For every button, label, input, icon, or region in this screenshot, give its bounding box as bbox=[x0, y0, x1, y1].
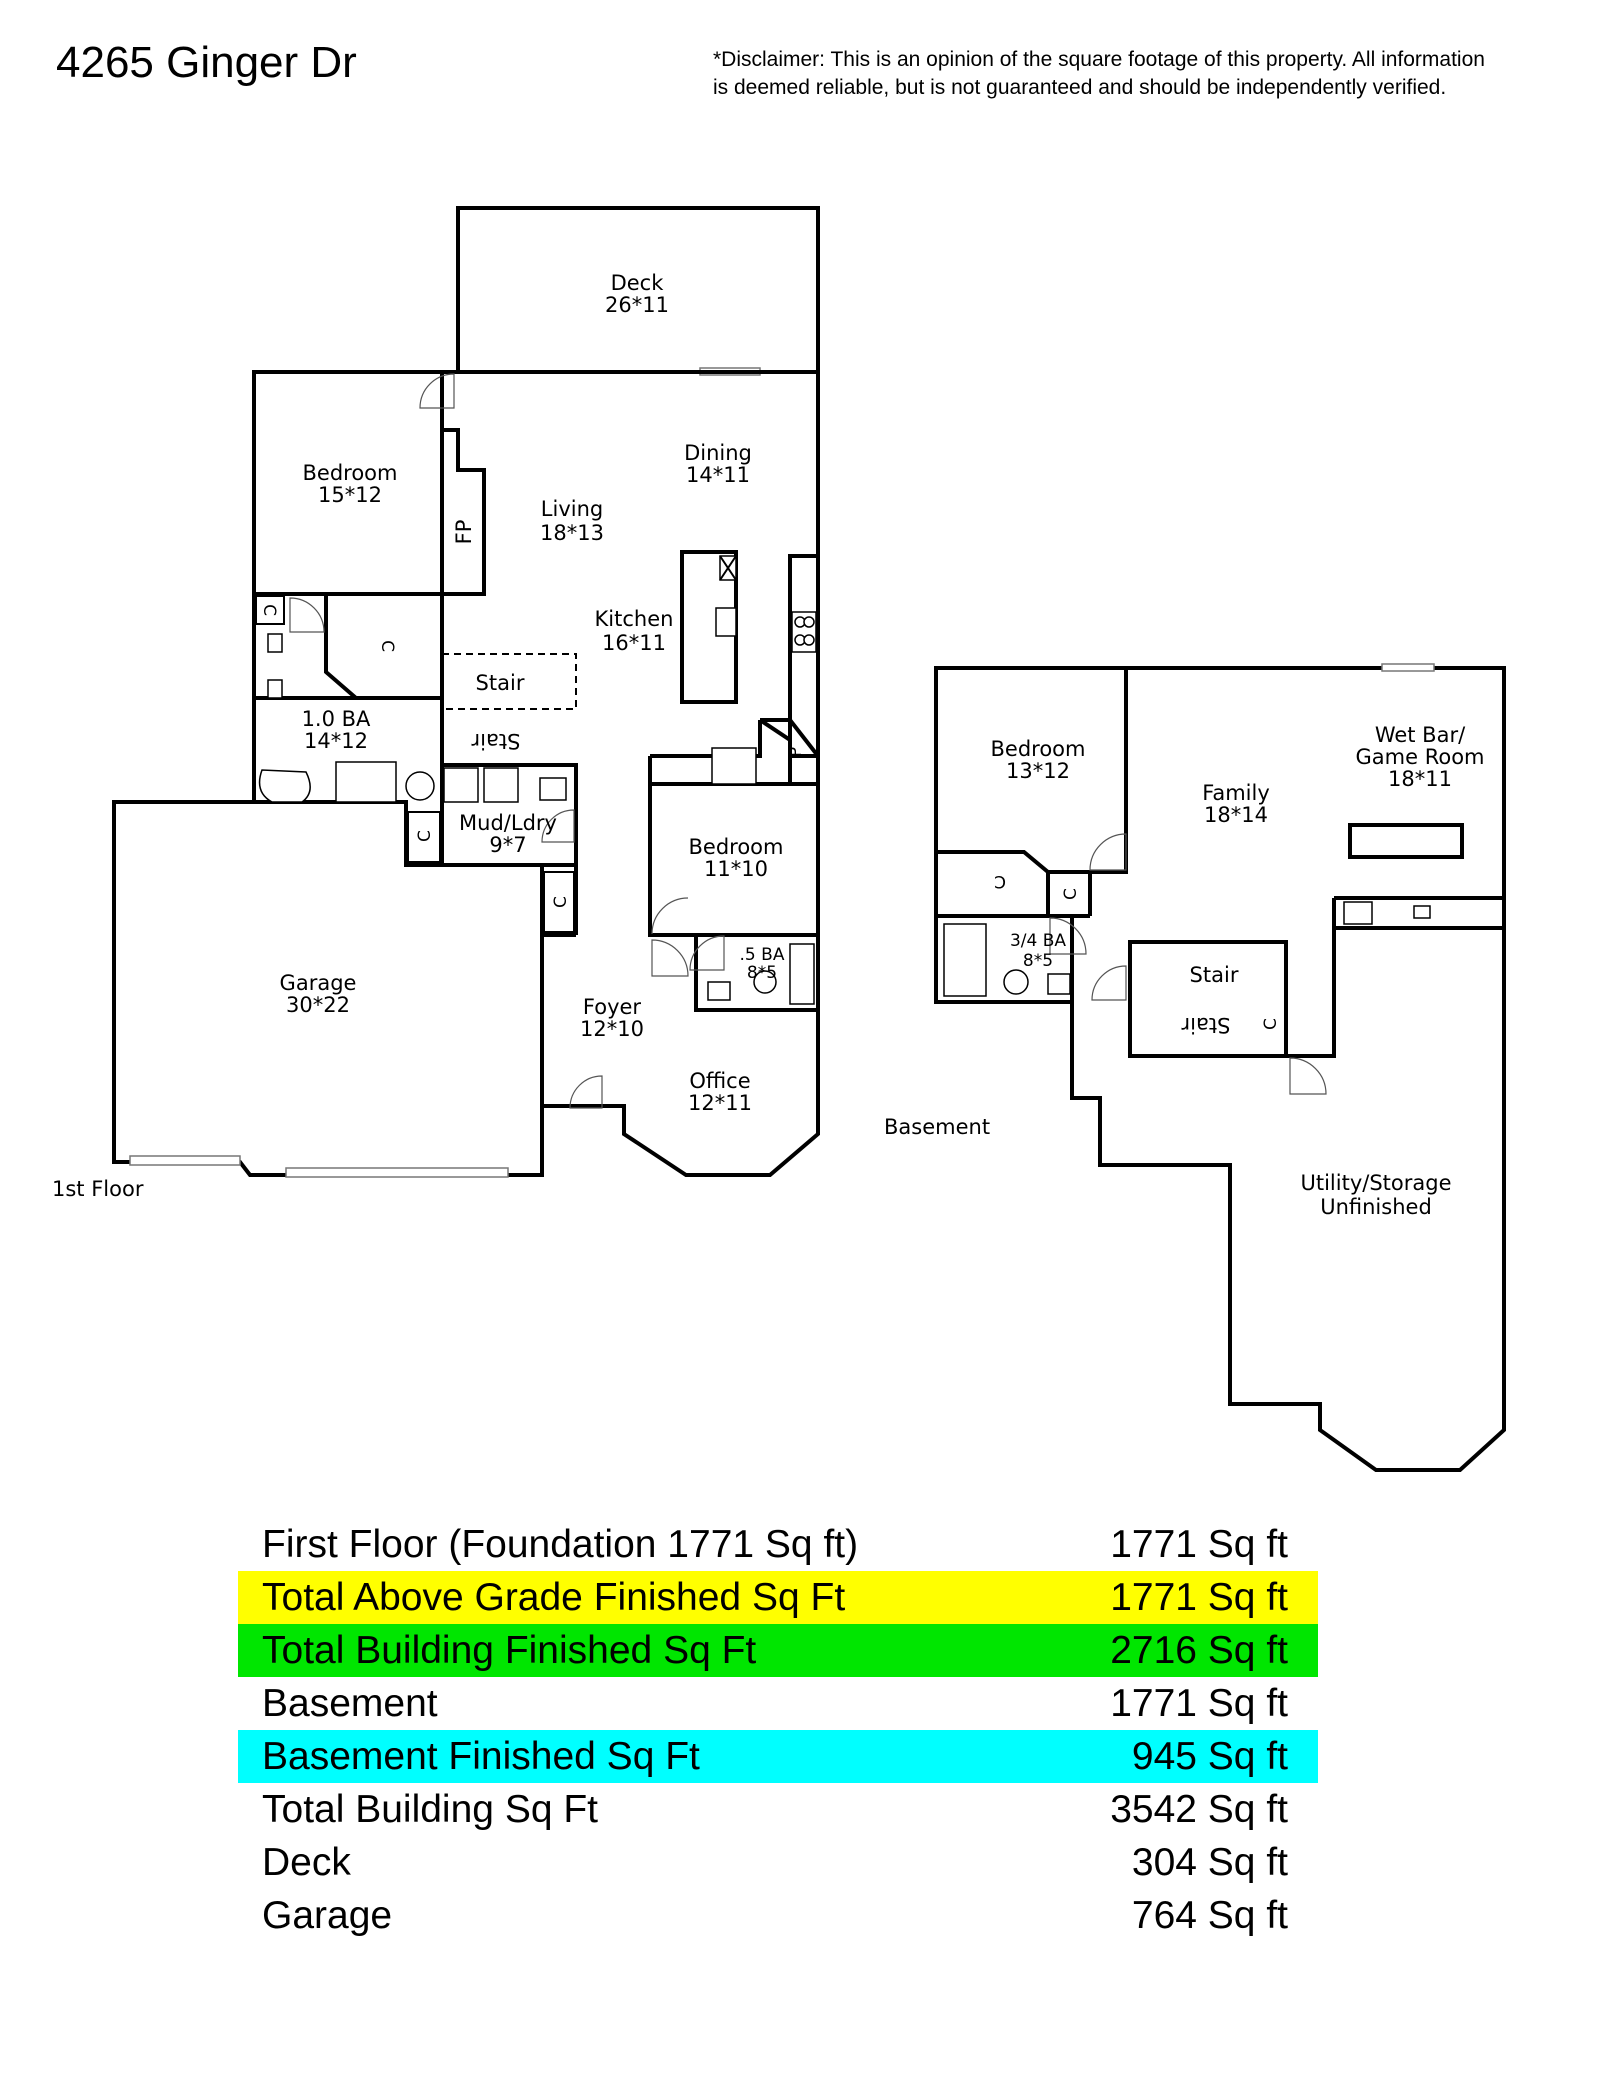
kitchen-size: 16*11 bbox=[602, 631, 666, 655]
closet-label-2: C bbox=[377, 640, 397, 652]
square-footage-table: First Floor (Foundation 1771 Sq ft) 1771 … bbox=[238, 1518, 1318, 1942]
basement-stair-label-flipped: Stair bbox=[1181, 1013, 1230, 1037]
deck-size: 26*11 bbox=[605, 293, 669, 317]
sqft-row: Deck 304 Sq ft bbox=[238, 1836, 1318, 1889]
sqft-label: First Floor (Foundation 1771 Sq ft) bbox=[262, 1523, 859, 1566]
garage-size: 30*22 bbox=[286, 993, 350, 1017]
house-outline bbox=[252, 370, 820, 1177]
sqft-row: Total Building Sq Ft 3542 Sq ft bbox=[238, 1783, 1318, 1836]
floor-plan: Deck 26*11 Bedroom 15*12 Dining 14*11 Li… bbox=[52, 206, 1506, 1472]
closet-label-4: C bbox=[551, 896, 571, 908]
sqft-value: 1771 Sq ft bbox=[1110, 1682, 1288, 1725]
bath-name: 1.0 BA bbox=[302, 707, 371, 731]
bedroom-e-name: Bedroom bbox=[689, 835, 784, 859]
sqft-value: 1771 Sq ft bbox=[1110, 1523, 1288, 1566]
basement-plan: Bedroom 13*12 Family 18*14 Wet Bar/ Game… bbox=[884, 663, 1506, 1472]
basement-closet-3: C bbox=[1261, 1018, 1281, 1030]
pantry-label: P bbox=[786, 747, 806, 757]
closet-label-1: C bbox=[259, 604, 279, 616]
closets-first bbox=[255, 595, 575, 933]
basement-bath-name: 3/4 BA bbox=[1010, 931, 1066, 951]
wetbar-size: 18*11 bbox=[1388, 767, 1452, 791]
foyer-size: 12*10 bbox=[580, 1017, 644, 1041]
sqft-row: Garage 764 Sq ft bbox=[238, 1889, 1318, 1942]
wet-bar-counter bbox=[1348, 823, 1464, 859]
sqft-row: First Floor (Foundation 1771 Sq ft) 1771 … bbox=[238, 1518, 1318, 1571]
sqft-label: Garage bbox=[262, 1894, 393, 1937]
basement-fixtures bbox=[943, 901, 1431, 997]
garage-door-small bbox=[129, 1155, 241, 1166]
sqft-value: 3542 Sq ft bbox=[1110, 1788, 1288, 1831]
sqft-row: Total Above Grade Finished Sq Ft 1771 Sq … bbox=[238, 1571, 1318, 1624]
kitchen-counter bbox=[788, 554, 820, 758]
garage-door-large bbox=[285, 1167, 509, 1178]
bedroom-nw-name: Bedroom bbox=[303, 461, 398, 485]
basement-bedroom-name: Bedroom bbox=[991, 737, 1086, 761]
disclaimer-line-1: *Disclaimer: This is an opinion of the s… bbox=[713, 48, 1485, 71]
basement-stair-label: Stair bbox=[1190, 963, 1239, 987]
sqft-value: 2716 Sq ft bbox=[1110, 1629, 1288, 1672]
stair-dashed bbox=[441, 653, 577, 710]
sqft-label: Basement bbox=[262, 1682, 438, 1725]
sqft-row: Basement Finished Sq Ft 945 Sq ft bbox=[238, 1730, 1318, 1783]
office-name: Office bbox=[689, 1069, 750, 1093]
address-title: 4265 Ginger Dr bbox=[56, 38, 357, 87]
sqft-value: 1771 Sq ft bbox=[1110, 1576, 1288, 1619]
sqft-value: 304 Sq ft bbox=[1131, 1841, 1288, 1884]
living-name: Living bbox=[541, 497, 603, 521]
dining-name: Dining bbox=[684, 441, 752, 465]
mud-laundry-name: Mud/Ldry bbox=[459, 811, 557, 835]
basement-label: Basement bbox=[884, 1115, 990, 1139]
basement-bedroom-size: 13*12 bbox=[1006, 759, 1070, 783]
basement-closet-1: C bbox=[994, 871, 1006, 891]
basement-interior-walls bbox=[936, 668, 1504, 1058]
family-name: Family bbox=[1202, 781, 1270, 805]
half-bath-size: 8*5 bbox=[747, 963, 777, 983]
sqft-row: Basement 1771 Sq ft bbox=[238, 1677, 1318, 1730]
basement-doors bbox=[1049, 833, 1327, 1095]
bedroom-nw-size: 15*12 bbox=[318, 483, 382, 507]
sqft-label: Total Building Sq Ft bbox=[262, 1788, 599, 1831]
sqft-label: Total Building Finished Sq Ft bbox=[262, 1629, 757, 1672]
bedroom-e-size: 11*10 bbox=[704, 857, 768, 881]
deck-name: Deck bbox=[611, 271, 665, 295]
sqft-value: 945 Sq ft bbox=[1131, 1735, 1288, 1778]
fixtures-first bbox=[258, 555, 817, 1005]
family-size: 18*14 bbox=[1204, 803, 1268, 827]
closet-label-3: C bbox=[415, 830, 435, 842]
basement-window bbox=[1381, 663, 1435, 672]
disclaimer: *Disclaimer: This is an opinion of the s… bbox=[713, 46, 1573, 102]
first-floor-plan: Deck 26*11 Bedroom 15*12 Dining 14*11 Li… bbox=[52, 206, 820, 1201]
half-bath-name: .5 BA bbox=[740, 945, 785, 965]
wetbar-line-1: Wet Bar/ bbox=[1375, 723, 1466, 747]
kitchen-name: Kitchen bbox=[595, 607, 674, 631]
sqft-label: Deck bbox=[262, 1841, 351, 1884]
stair-label: Stair bbox=[476, 671, 525, 695]
garage-name: Garage bbox=[280, 971, 357, 995]
bath-size: 14*12 bbox=[304, 729, 368, 753]
basement-bath-size: 8*5 bbox=[1023, 951, 1053, 971]
wetbar-line-2: Game Room bbox=[1356, 745, 1485, 769]
living-size: 18*13 bbox=[540, 521, 604, 545]
foyer-name: Foyer bbox=[583, 995, 642, 1019]
disclaimer-line-2: is deemed reliable, but is not guarantee… bbox=[713, 76, 1447, 99]
mud-laundry-size: 9*7 bbox=[489, 833, 526, 857]
first-floor-label: 1st Floor bbox=[52, 1177, 144, 1201]
basement-outline bbox=[934, 666, 1506, 1472]
sqft-row: Total Building Finished Sq Ft 2716 Sq ft bbox=[238, 1624, 1318, 1677]
utility-line-2: Unfinished bbox=[1320, 1195, 1432, 1219]
office-size: 12*11 bbox=[688, 1091, 752, 1115]
doors-first bbox=[289, 373, 725, 1109]
sqft-label: Total Above Grade Finished Sq Ft bbox=[262, 1576, 846, 1619]
sqft-value: 764 Sq ft bbox=[1131, 1894, 1288, 1937]
dining-size: 14*11 bbox=[686, 463, 750, 487]
fireplace-label: FP bbox=[452, 520, 476, 545]
basement-closet-2: C bbox=[1061, 888, 1081, 900]
sqft-label: Basement Finished Sq Ft bbox=[262, 1735, 700, 1778]
stair-label-flipped: Stair bbox=[471, 729, 520, 753]
utility-line-1: Utility/Storage bbox=[1300, 1171, 1451, 1195]
